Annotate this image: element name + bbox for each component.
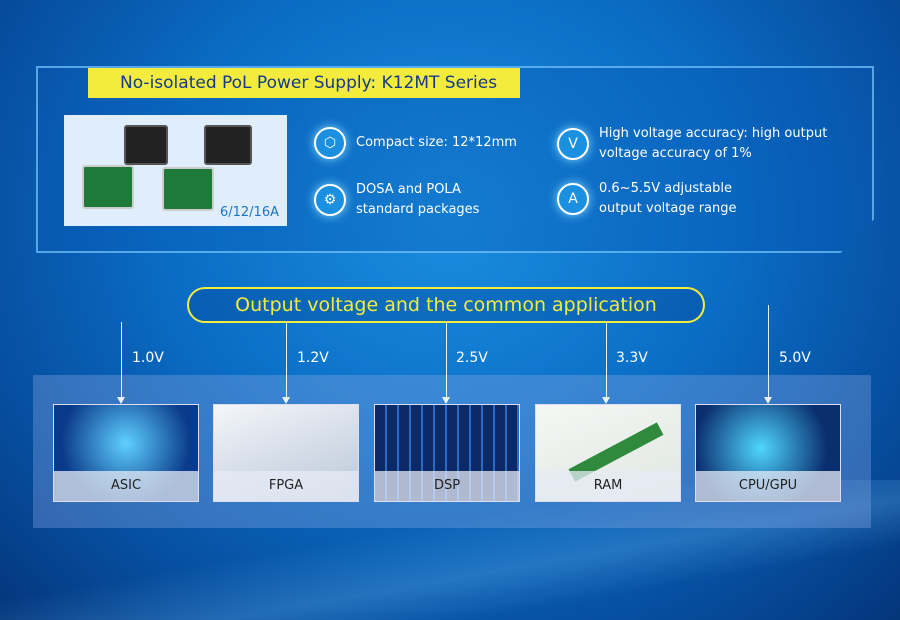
app-label: RAM [536, 471, 680, 501]
voltage-label: 1.2V [297, 350, 329, 366]
product-image: 6/12/16A [64, 115, 287, 226]
current-rating: 6/12/16A [219, 205, 279, 220]
feature-compact-size: ⬡ Compact size: 12*12mm [314, 127, 517, 159]
feature-text: Compact size: 12*12mm [356, 135, 517, 150]
app-card-cpu-gpu: CPU/GPU [695, 404, 841, 502]
arrow-icon [282, 322, 290, 404]
voltage-label: 3.3V [616, 350, 648, 366]
product-title: No-isolated PoL Power Supply: K12MT Seri… [88, 68, 520, 98]
voltage-label: 5.0V [779, 350, 811, 366]
feature-packages: ⚙ DOSA and POLA standard packages [314, 180, 514, 220]
voltage-label: 1.0V [132, 350, 164, 366]
app-label: FPGA [214, 471, 358, 501]
arrow-icon [764, 305, 772, 404]
section-title: Output voltage and the common applicatio… [187, 287, 705, 323]
app-label: DSP [375, 471, 519, 501]
feature-accuracy: V High voltage accuracy: high output vol… [557, 124, 867, 164]
arrow-icon [602, 322, 610, 404]
app-label: CPU/GPU [696, 471, 840, 501]
package-icon: ⚙ [314, 184, 346, 216]
voltmeter-icon: V [557, 128, 589, 160]
app-card-dsp: DSP [374, 404, 520, 502]
voltage-label: 2.5V [456, 350, 488, 366]
app-card-ram: RAM [535, 404, 681, 502]
arrow-icon [117, 322, 125, 404]
background-wave [0, 480, 900, 620]
feature-text: 0.6~5.5V adjustable output voltage range [599, 181, 737, 216]
feature-text: High voltage accuracy: high output volta… [599, 126, 828, 161]
cube-icon: ⬡ [314, 127, 346, 159]
app-card-fpga: FPGA [213, 404, 359, 502]
app-label: ASIC [54, 471, 198, 501]
feature-adjustable: A 0.6~5.5V adjustable output voltage ran… [557, 179, 777, 219]
ammeter-icon: A [557, 183, 589, 215]
arrow-icon [442, 322, 450, 404]
feature-text: DOSA and POLA standard packages [356, 182, 480, 217]
app-card-asic: ASIC [53, 404, 199, 502]
